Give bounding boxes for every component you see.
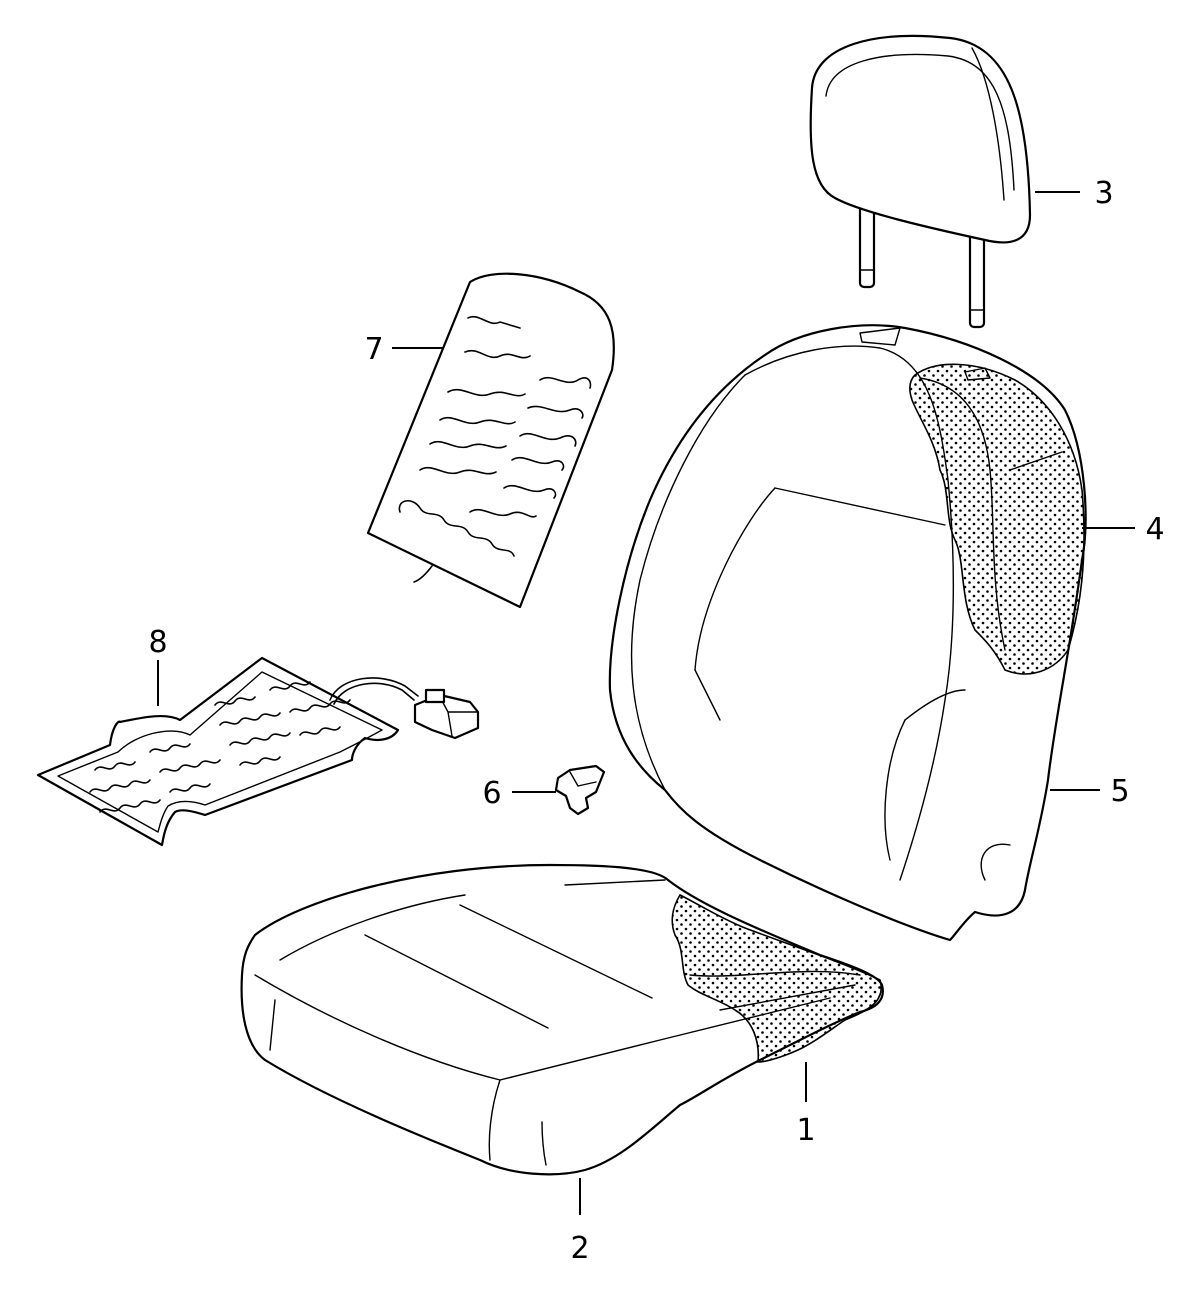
callout-1: 1 <box>796 1113 815 1148</box>
callout-3: 3 <box>1094 176 1113 211</box>
callout-6: 6 <box>482 776 501 811</box>
leader-lines <box>157 191 1135 1215</box>
headrest <box>809 34 1032 329</box>
seat-heating-element <box>36 656 480 847</box>
backrest <box>608 324 1087 942</box>
callout-5: 5 <box>1110 774 1129 809</box>
backrest-heating-element <box>366 272 615 609</box>
callout-8: 8 <box>148 625 167 660</box>
callout-7: 7 <box>364 332 383 367</box>
callout-labels: 1 2 3 4 5 6 7 8 <box>148 176 1164 1266</box>
seat-cushion <box>240 863 884 1176</box>
clip <box>554 764 606 816</box>
callout-4: 4 <box>1145 512 1164 547</box>
callout-2: 2 <box>570 1231 589 1266</box>
